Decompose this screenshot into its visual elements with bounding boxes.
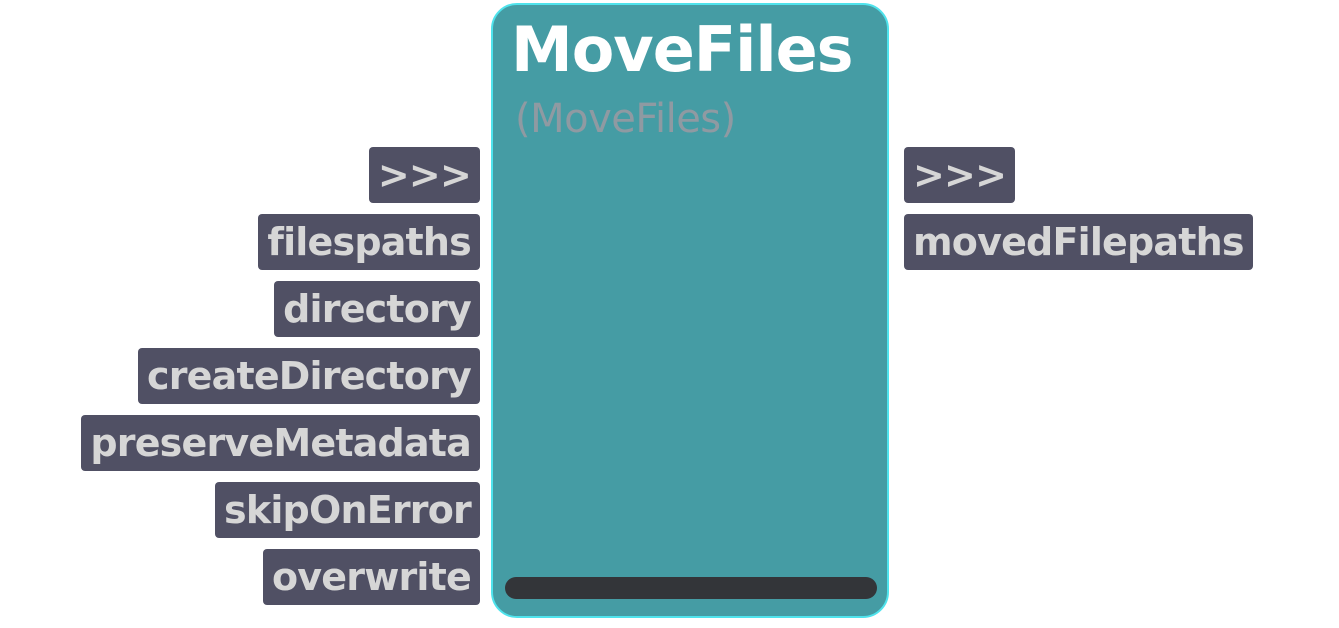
- node-title: MoveFiles: [511, 13, 854, 86]
- move-files-node[interactable]: MoveFiles (MoveFiles): [491, 3, 889, 618]
- input-port-exec[interactable]: >>>: [368, 147, 480, 203]
- input-port-create-directory[interactable]: createDirectory: [137, 348, 480, 404]
- input-port-filespaths[interactable]: filespaths: [258, 214, 480, 270]
- output-port-moved-filepaths[interactable]: movedFilepaths: [904, 214, 1253, 270]
- input-port-directory[interactable]: directory: [274, 281, 480, 337]
- output-port-exec[interactable]: >>>: [904, 147, 1016, 203]
- input-port-overwrite[interactable]: overwrite: [263, 549, 480, 605]
- input-port-skip-on-error[interactable]: skipOnError: [215, 482, 480, 538]
- input-port-preserve-metadata[interactable]: preserveMetadata: [81, 415, 480, 471]
- node-subtitle: (MoveFiles): [515, 96, 736, 142]
- node-footer-bar: [505, 577, 877, 599]
